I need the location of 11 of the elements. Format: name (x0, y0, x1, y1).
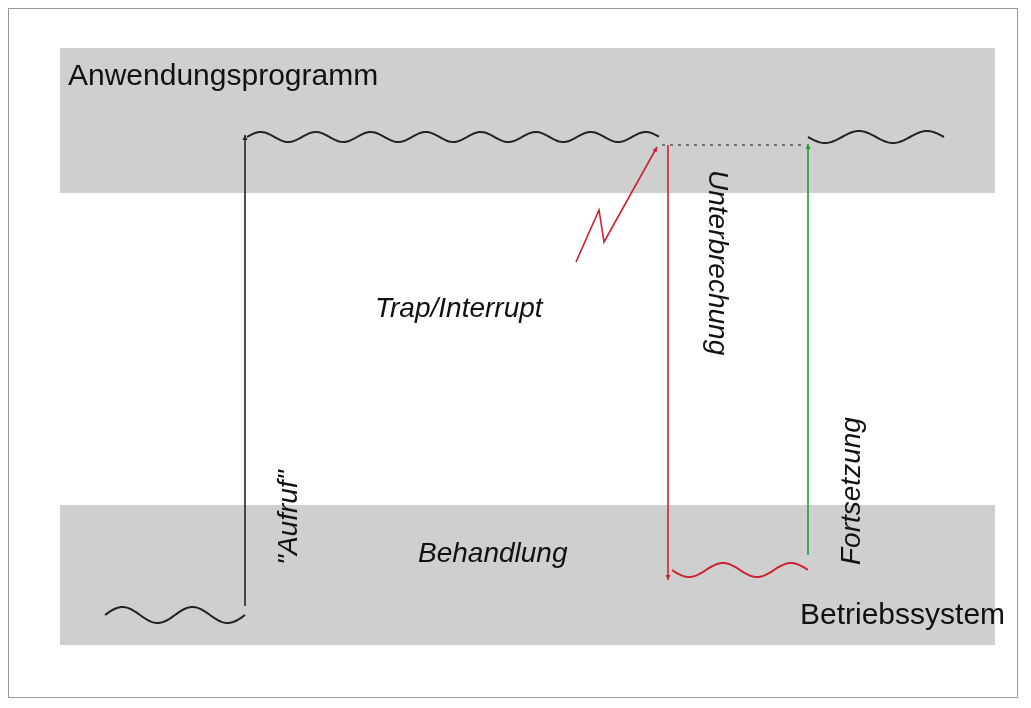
arrow (575, 146, 658, 263)
edge-label: Unterbrechung (702, 170, 734, 356)
text-label: Behandlung (418, 537, 568, 569)
arrow (805, 143, 811, 556)
edge-label: Fortsetzung (835, 417, 867, 565)
layer-title: Anwendungsprogramm (68, 58, 379, 92)
arrow (242, 134, 248, 607)
layer-title: Betriebssystem (800, 597, 1006, 631)
edge-label: "Aufruf" (272, 470, 304, 565)
arrow (665, 144, 671, 581)
edge-label: Trap/Interrupt (375, 292, 543, 324)
